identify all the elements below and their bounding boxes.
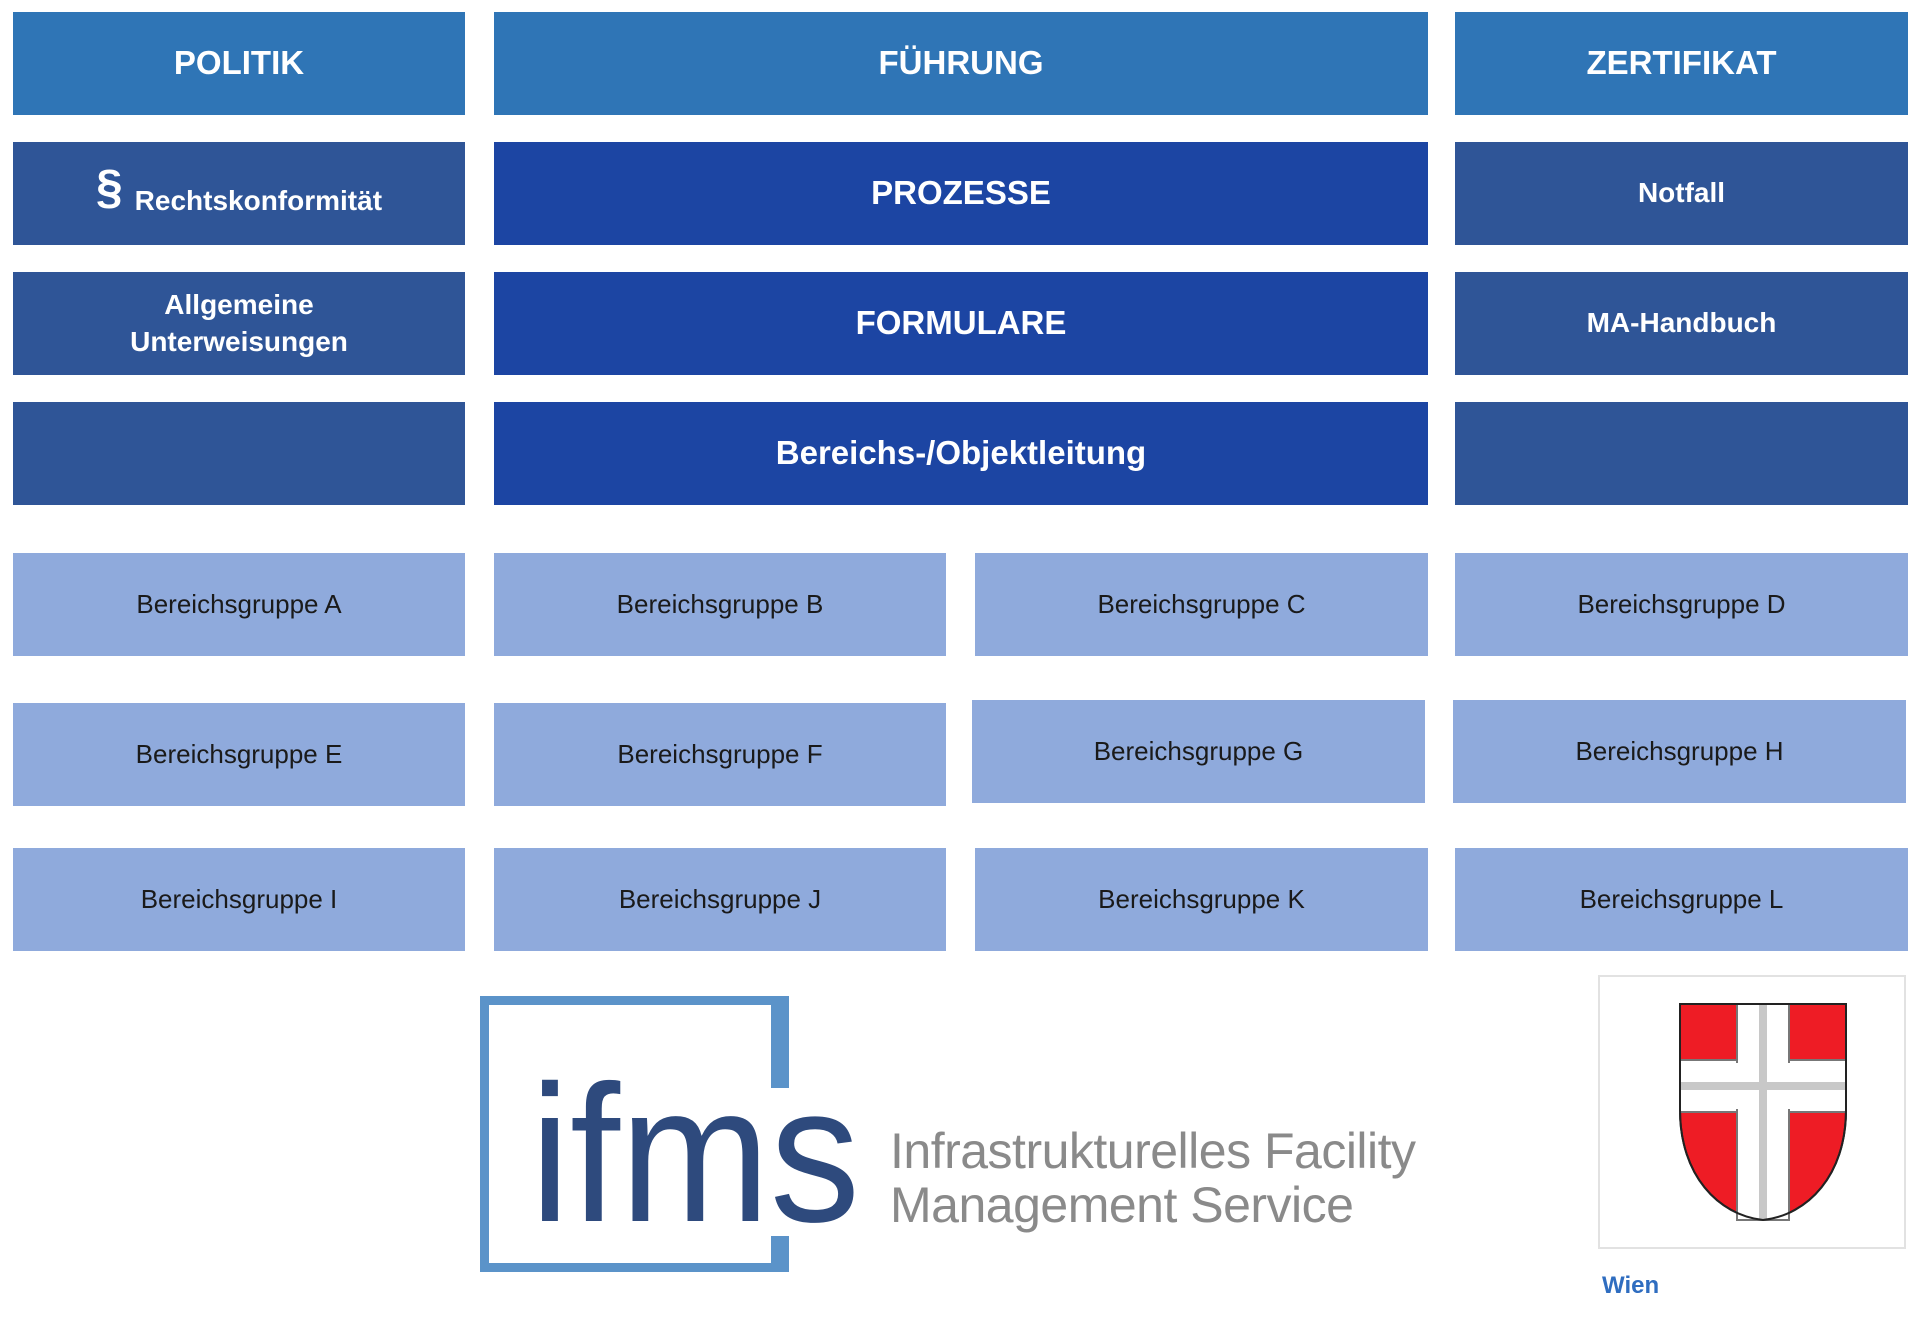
bereichsgruppe-b: Bereichsgruppe B xyxy=(494,553,946,656)
notfall-label: Notfall xyxy=(1637,177,1726,209)
bereichsgruppe-a: Bereichsgruppe A xyxy=(13,553,465,656)
fuehrung-box: FÜHRUNG xyxy=(494,12,1428,115)
bereichsgruppe-label: Bereichsgruppe F xyxy=(617,738,823,769)
rechtskonformitaet-label: Rechtskonformität xyxy=(134,185,383,217)
allgemeine-unterweisungen-box: Allgemeine Unterweisungen xyxy=(13,272,465,375)
rechtskonformitaet-box: § Rechtskonformität xyxy=(13,142,465,245)
empty-right-box xyxy=(1455,402,1908,505)
bereichsgruppe-c: Bereichsgruppe C xyxy=(975,553,1428,656)
bereichsgruppe-label: Bereichsgruppe E xyxy=(135,738,343,769)
politik-label: POLITIK xyxy=(173,44,305,82)
bereichsgruppe-label: Bereichsgruppe A xyxy=(136,588,342,619)
ifms-logo: ifms xyxy=(480,996,860,1272)
bereichsgruppe-j: Bereichsgruppe J xyxy=(494,848,946,951)
politik-box: POLITIK xyxy=(13,12,465,115)
wien-coat-of-arms-icon xyxy=(1679,1003,1847,1222)
ifms-tagline-line1: Infrastrukturelles Facility xyxy=(890,1123,1416,1179)
bereichsgruppe-label: Bereichsgruppe G xyxy=(1093,735,1304,766)
ma-handbuch-label: MA-Handbuch xyxy=(1586,307,1777,339)
bereichsgruppe-label: Bereichsgruppe C xyxy=(1097,588,1306,619)
formulare-box: FORMULARE xyxy=(494,272,1428,375)
bereichsgruppe-label: Bereichsgruppe K xyxy=(1098,883,1305,914)
allgemeine-label-line2: Unterweisungen xyxy=(130,325,348,357)
bereichsgruppe-label: Bereichsgruppe I xyxy=(140,883,338,914)
zertifikat-label: ZERTIFIKAT xyxy=(1586,44,1777,82)
paragraph-icon: § xyxy=(95,160,123,214)
bereichsgruppe-h: Bereichsgruppe H xyxy=(1453,700,1906,803)
bereichsleitung-box: Bereichs-/Objektleitung xyxy=(494,402,1428,505)
bereichsleitung-label: Bereichs-/Objektleitung xyxy=(775,434,1147,472)
formulare-label: FORMULARE xyxy=(855,304,1067,342)
zertifikat-box: ZERTIFIKAT xyxy=(1455,12,1908,115)
wien-coat-of-arms-frame xyxy=(1598,975,1906,1249)
bereichsgruppe-g: Bereichsgruppe G xyxy=(972,700,1425,803)
bereichsgruppe-d: Bereichsgruppe D xyxy=(1455,553,1908,656)
bereichsgruppe-label: Bereichsgruppe L xyxy=(1579,883,1784,914)
ifms-wordmark: ifms xyxy=(530,1045,860,1263)
ma-handbuch-box: MA-Handbuch xyxy=(1455,272,1908,375)
bereichsgruppe-e: Bereichsgruppe E xyxy=(13,703,465,806)
allgemeine-label-line1: Allgemeine xyxy=(164,289,314,321)
ifms-tagline-line2: Management Service xyxy=(890,1177,1354,1233)
bereichsgruppe-l: Bereichsgruppe L xyxy=(1455,848,1908,951)
bereichsgruppe-f: Bereichsgruppe F xyxy=(494,703,946,806)
bereichsgruppe-label: Bereichsgruppe B xyxy=(616,588,824,619)
bereichsgruppe-i: Bereichsgruppe I xyxy=(13,848,465,951)
notfall-box: Notfall xyxy=(1455,142,1908,245)
fuehrung-label: FÜHRUNG xyxy=(878,44,1044,82)
bereichsgruppe-label: Bereichsgruppe D xyxy=(1577,588,1786,619)
bereichsgruppe-k: Bereichsgruppe K xyxy=(975,848,1428,951)
bereichsgruppe-label: Bereichsgruppe J xyxy=(618,883,822,914)
prozesse-label: PROZESSE xyxy=(871,174,1051,212)
empty-left-box xyxy=(13,402,465,505)
bereichsgruppe-label: Bereichsgruppe H xyxy=(1575,735,1784,766)
wien-label[interactable]: Wien xyxy=(1602,1272,1660,1299)
prozesse-box: PROZESSE xyxy=(494,142,1428,245)
